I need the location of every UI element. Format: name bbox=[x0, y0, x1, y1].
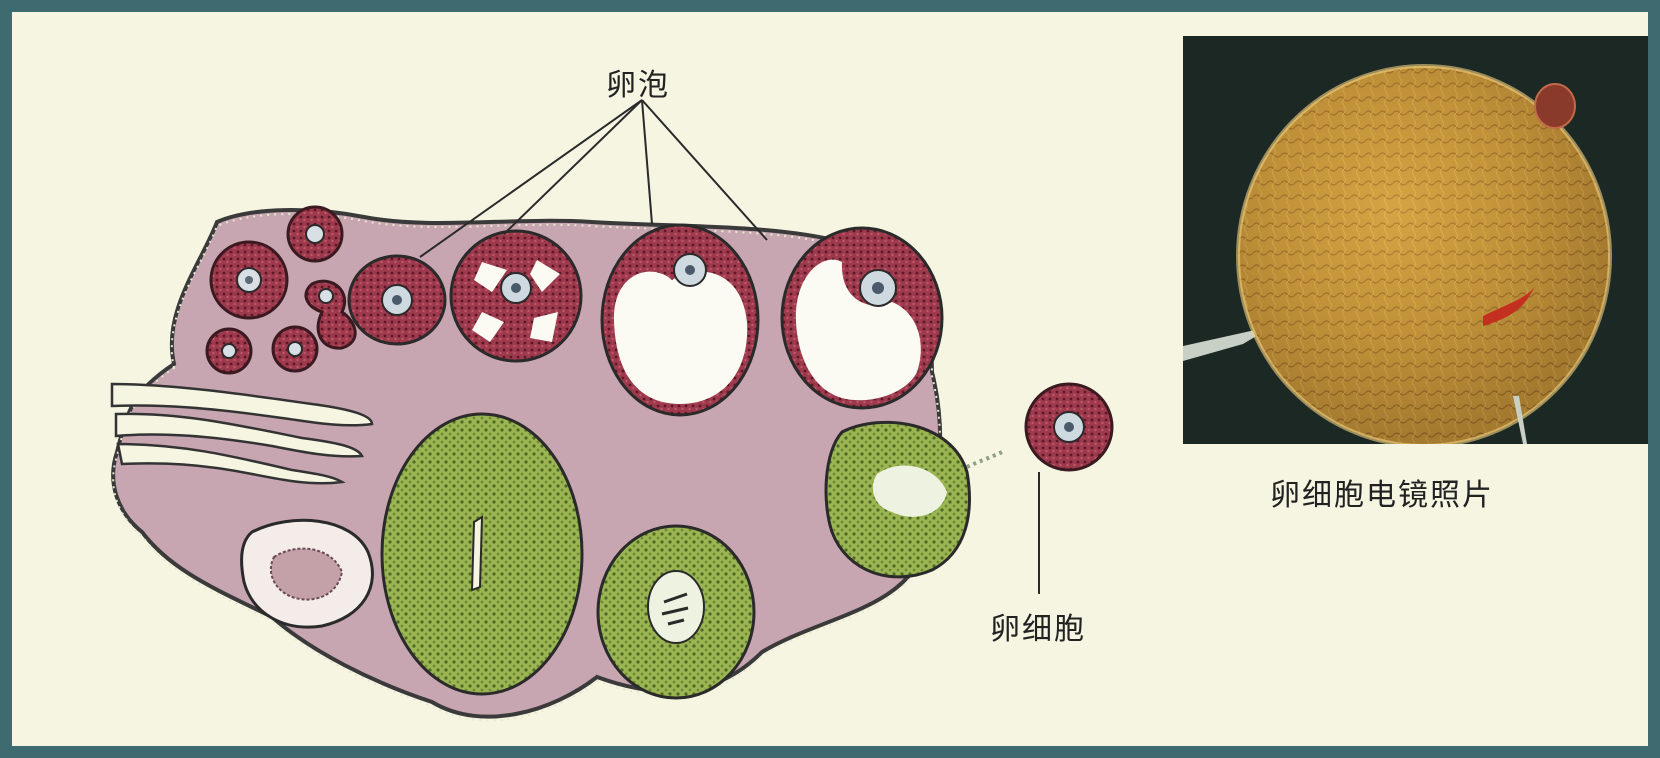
primary-follicle bbox=[349, 256, 445, 344]
mature-follicle bbox=[782, 228, 942, 408]
ruptured-follicle bbox=[826, 422, 1002, 577]
secondary-follicle bbox=[451, 231, 581, 361]
label-follicles: 卵泡 bbox=[606, 60, 670, 104]
figure-canvas: 卵泡 卵细胞 卵细胞电镜照片 bbox=[12, 12, 1648, 746]
corpus-luteum-small bbox=[598, 526, 754, 698]
antral-follicle bbox=[602, 225, 758, 415]
photo-caption: 卵细胞电镜照片 bbox=[1270, 470, 1494, 514]
corpus-albicans bbox=[242, 520, 373, 627]
electron-micrograph bbox=[1183, 36, 1648, 444]
released-oocyte bbox=[1026, 384, 1112, 470]
corpus-luteum-large bbox=[382, 414, 582, 694]
label-oocyte: 卵细胞 bbox=[990, 604, 1086, 648]
